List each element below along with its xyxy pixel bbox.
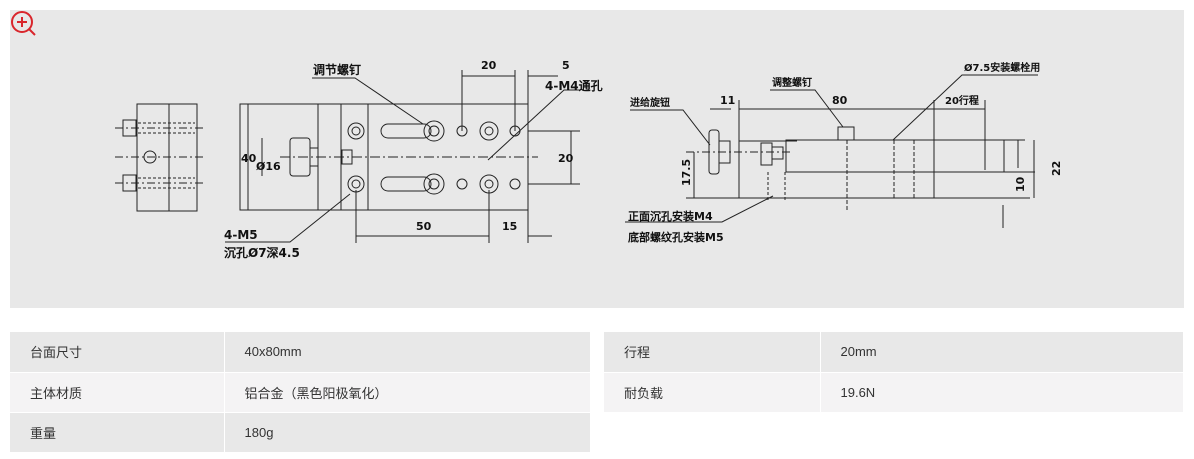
label-through-holes: 4-M4通孔 <box>545 78 603 93</box>
dim-20-right: 20 <box>558 152 574 165</box>
dim-22: 22 <box>1050 161 1063 176</box>
dim-5: 5 <box>562 59 570 72</box>
dim-16: Ø16 <box>256 160 281 173</box>
dim-80: 80 <box>832 94 848 107</box>
technical-drawing: 调节螺钉 4-M4通孔 4-M5 沉孔Ø7深4.5 20 5 40 Ø16 20… <box>115 59 1063 260</box>
dim-15: 15 <box>502 220 517 233</box>
spec-label: 台面尺寸 <box>10 332 225 373</box>
dim-50: 50 <box>416 220 432 233</box>
label-m5-holes: 4-M5 <box>224 228 258 242</box>
spec-value: 40x80mm <box>224 332 591 373</box>
label-feed-knob: 进给旋钮 <box>630 96 670 109</box>
spec-value: 20mm <box>820 332 1184 373</box>
label-adjust-screw: 调节螺钉 <box>313 62 361 77</box>
dim-17-5: 17.5 <box>680 159 693 186</box>
table-row: 主体材质铝合金（黑色阳极氧化） <box>10 372 591 413</box>
spec-value: 铝合金（黑色阳极氧化） <box>224 372 591 413</box>
spec-value: 19.6N <box>820 372 1184 413</box>
spec-value: 180g <box>224 412 591 453</box>
product-drawing-panel: 调节螺钉 4-M4通孔 4-M5 沉孔Ø7深4.5 20 5 40 Ø16 20… <box>10 10 1184 308</box>
label-bolt-hole: Ø7.5安装螺栓用 <box>964 61 1040 74</box>
label-counterbore: 沉孔Ø7深4.5 <box>224 245 300 260</box>
spec-label: 行程 <box>604 332 821 373</box>
top-view <box>225 70 580 243</box>
dim-11: 11 <box>720 94 735 107</box>
side-view <box>625 74 1038 228</box>
label-adjust-screw-side: 调整螺钉 <box>772 76 812 89</box>
dim-20-top: 20 <box>481 59 497 72</box>
label-travel: 20行程 <box>945 94 979 107</box>
spec-label: 主体材质 <box>10 372 225 413</box>
label-front-mount: 正面沉孔安装M4 <box>628 209 713 223</box>
label-bottom-mount: 底部螺纹孔安装M5 <box>628 230 724 244</box>
end-view <box>115 103 205 212</box>
dim-10: 10 <box>1014 176 1027 192</box>
zoom-in-icon[interactable] <box>10 10 38 38</box>
spec-label: 重量 <box>10 412 225 453</box>
dim-40: 40 <box>241 152 257 165</box>
spec-label: 耐负载 <box>604 372 821 413</box>
